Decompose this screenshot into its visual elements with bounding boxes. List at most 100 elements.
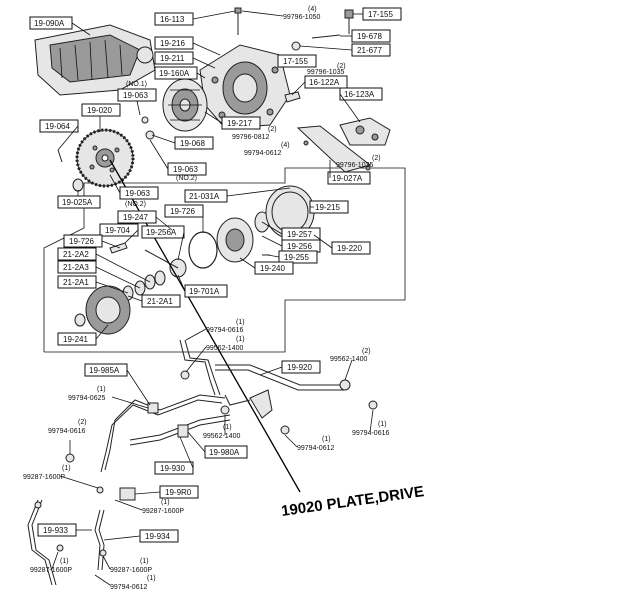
svg-text:(NO.1): (NO.1) <box>126 81 147 88</box>
fitting-f <box>180 370 190 380</box>
label-16-122a: 16-122A <box>304 75 348 89</box>
svg-text:19-9R0: 19-9R0 <box>165 488 192 497</box>
svg-text:99796-1035: 99796-1035 <box>307 69 344 76</box>
shift-rod <box>311 34 341 39</box>
svg-text:19-160A: 19-160A <box>159 69 190 78</box>
label-16-113: 16-113 <box>154 12 194 26</box>
svg-text:(2): (2) <box>268 126 277 133</box>
hose-clip-b <box>96 486 104 494</box>
label-19-934: 19-934 <box>139 529 179 543</box>
svg-text:(1): (1) <box>236 319 245 326</box>
svg-text:19-063: 19-063 <box>125 189 150 198</box>
svg-text:(1): (1) <box>161 499 170 506</box>
svg-text:19-701A: 19-701A <box>189 287 220 296</box>
svg-text:(1): (1) <box>60 558 69 565</box>
dowel-pin <box>57 149 63 163</box>
svg-text:19-920: 19-920 <box>287 363 312 372</box>
torque-converter <box>162 78 208 132</box>
fitting-d <box>220 405 230 415</box>
svg-text:17-155: 17-155 <box>368 10 393 19</box>
callout-text: 19020 PLATE,DRIVE <box>280 483 425 520</box>
label-19-256: 19-256 <box>281 239 321 253</box>
oil-pump-assembly <box>74 185 315 335</box>
svg-text:99796-1050: 99796-1050 <box>283 14 320 21</box>
svg-text:19-241: 19-241 <box>63 335 88 344</box>
svg-text:(1): (1) <box>236 336 245 343</box>
label-19-726b: 19-726 <box>63 234 103 248</box>
svg-text:21-2A3: 21-2A3 <box>63 263 89 272</box>
svg-text:17-155: 17-155 <box>283 57 308 66</box>
svg-text:21-2A2: 21-2A2 <box>63 250 89 259</box>
cooler-pipes <box>27 339 350 586</box>
svg-text:16-123A: 16-123A <box>344 90 375 99</box>
label-19-063c: 19-063 <box>119 186 159 200</box>
svg-text:19-063: 19-063 <box>123 91 148 100</box>
bolt-head <box>234 7 242 14</box>
label-19-027a: 19-027A <box>327 171 371 185</box>
label-19-220: 19-220 <box>331 241 371 255</box>
svg-text:(4): (4) <box>281 142 290 149</box>
label-19-256a: 19-256A <box>141 225 185 239</box>
label-19-247: 19-247 <box>117 210 157 224</box>
label-19-9r0: 19-9R0 <box>159 485 199 499</box>
svg-text:19-934: 19-934 <box>145 532 170 541</box>
hose-clip-a <box>34 501 42 509</box>
svg-text:99794-0616: 99794-0616 <box>206 327 243 334</box>
svg-text:19-220: 19-220 <box>337 244 362 253</box>
svg-text:19-215: 19-215 <box>315 203 340 212</box>
svg-text:19-255: 19-255 <box>284 253 309 262</box>
svg-text:19-240: 19-240 <box>260 264 285 273</box>
svg-text:19-726: 19-726 <box>170 207 195 216</box>
svg-text:99796-1035: 99796-1035 <box>336 162 373 169</box>
svg-text:21-2A1: 21-2A1 <box>147 297 173 306</box>
svg-text:(1): (1) <box>140 558 149 565</box>
fitting-c <box>368 400 378 410</box>
label-19-025a: 19-025A <box>57 195 101 209</box>
svg-text:19-064: 19-064 <box>45 122 70 131</box>
svg-text:(2): (2) <box>362 348 371 355</box>
label-19-980a: 19-980A <box>204 445 248 459</box>
label-19-217: 19-217 <box>221 116 261 130</box>
svg-text:19-027A: 19-027A <box>332 174 363 183</box>
svg-text:(2): (2) <box>372 155 381 162</box>
adapter-bushing <box>72 178 84 192</box>
svg-text:(1): (1) <box>223 424 232 431</box>
label-21-2a2: 21-2A2 <box>57 247 97 261</box>
svg-text:19-068: 19-068 <box>180 139 205 148</box>
svg-text:19-247: 19-247 <box>123 213 148 222</box>
label-19-068: 19-068 <box>174 136 214 150</box>
svg-text:(NO.2): (NO.2) <box>176 175 197 182</box>
label-19-726a: 19-726 <box>164 204 204 218</box>
mount-bracket <box>339 117 391 146</box>
label-19-090a: 19-090A <box>29 16 73 30</box>
svg-text:19-678: 19-678 <box>357 32 382 41</box>
svg-text:19-985A: 19-985A <box>89 366 120 375</box>
svg-text:(1): (1) <box>62 465 71 472</box>
svg-text:19-933: 19-933 <box>43 526 68 535</box>
svg-text:19-256A: 19-256A <box>146 228 177 237</box>
pipe-bracket <box>249 389 273 419</box>
svg-text:19-930: 19-930 <box>160 464 185 473</box>
fitting-a <box>65 453 75 463</box>
svg-text:19-216: 19-216 <box>160 39 185 48</box>
svg-text:(1): (1) <box>147 575 156 582</box>
label-19-678: 19-678 <box>351 29 391 43</box>
svg-text:19-704: 19-704 <box>105 226 130 235</box>
svg-text:19-020: 19-020 <box>87 106 112 115</box>
svg-text:16-113: 16-113 <box>160 15 185 24</box>
label-17-155a: 17-155 <box>362 7 402 21</box>
svg-text:(1): (1) <box>322 436 331 443</box>
svg-text:99794-0612: 99794-0612 <box>110 584 147 591</box>
inspection-cover <box>296 125 372 173</box>
label-19-064: 19-064 <box>39 119 79 133</box>
label-19-701a: 19-701A <box>184 284 228 298</box>
svg-text:(2): (2) <box>78 419 87 426</box>
hose-clip-d <box>56 544 64 552</box>
label-19-160a: 19-160A <box>154 66 198 80</box>
svg-text:(2): (2) <box>337 63 346 70</box>
svg-text:19-211: 19-211 <box>160 54 185 63</box>
label-19-240: 19-240 <box>254 261 294 275</box>
plain-labels: (4) 99796-1050 (NO.1) (2) 99796-1035 (2)… <box>23 6 389 591</box>
label-19-063a: 19-063 <box>117 88 157 102</box>
bolt-small-2 <box>141 116 149 124</box>
